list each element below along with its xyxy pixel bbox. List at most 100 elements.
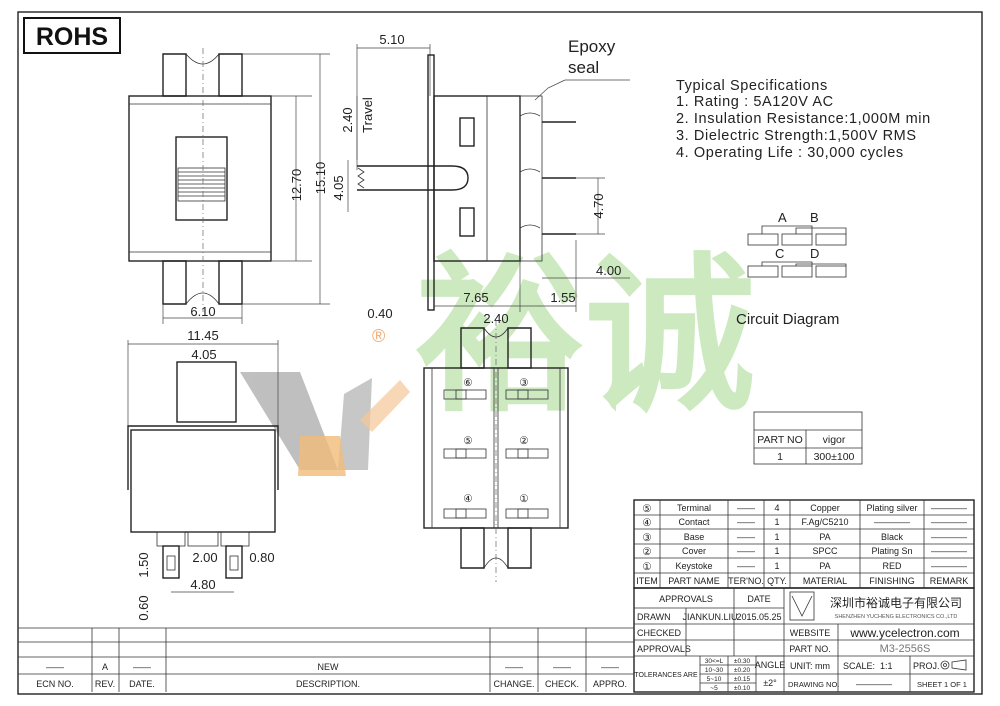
epoxy-leader xyxy=(534,79,566,101)
specs-title: Typical Specifications xyxy=(676,78,828,94)
rohs-badge xyxy=(23,17,121,54)
bom-row-name: Terminal xyxy=(677,503,711,513)
scale-value: 1:1 xyxy=(880,661,893,671)
bom-row-dash: —— xyxy=(737,561,755,571)
end-view: 11.45 4.05 2.00 0.80 1.50 4.80 0.60 xyxy=(127,328,279,621)
bom-row-dash: —— xyxy=(737,546,755,556)
tol-range: ~5 xyxy=(710,685,718,692)
title-drawn-date: 2015.05.25 xyxy=(736,612,781,622)
bom-row-remark: ———— xyxy=(931,532,967,542)
bom-row-remark: ———— xyxy=(931,561,967,571)
revision-header-date: DATE. xyxy=(129,679,155,689)
bom-header-qty: QTY. xyxy=(767,576,787,586)
vigor-cell-partno: 1 xyxy=(777,451,783,463)
slider-window xyxy=(175,136,228,221)
tol-range: 30<=L xyxy=(705,658,724,665)
title-approvals-label: APPROVALS xyxy=(637,644,691,654)
epoxy-label-1: Epoxy xyxy=(568,37,616,56)
revision-header-description: DESCRIPTION. xyxy=(296,679,360,689)
bom-row-dash: —— xyxy=(737,517,755,527)
dim-12-70: 12.70 xyxy=(289,169,304,202)
pin-label-1: ① xyxy=(519,493,529,505)
bom-row-name: Contact xyxy=(678,517,710,527)
proj-label: PROJ. xyxy=(913,661,940,671)
bom-row-remark: ———— xyxy=(931,546,967,556)
bom-row-name: Base xyxy=(684,532,705,542)
bom-row-finish: Black xyxy=(881,532,904,542)
title-date-header: DATE xyxy=(747,594,770,604)
drawing-no-label: DRAWING NO. xyxy=(788,680,839,689)
bom-row-remark: ———— xyxy=(931,503,967,513)
bom-row-no: ③ xyxy=(642,532,652,544)
drawing-frame xyxy=(17,11,983,695)
tolerances-label: TOLERANCES ARE xyxy=(634,672,698,679)
bom-row-material: PA xyxy=(819,561,830,571)
bom-row-remark: ———— xyxy=(931,517,967,527)
revision-cell-appro: —— xyxy=(601,662,619,672)
bom-row-finish: ———— xyxy=(874,517,910,527)
revision-header-rev: REV. xyxy=(95,679,115,689)
dim-0-60: 0.60 xyxy=(136,595,151,620)
bom-row-dash: —— xyxy=(737,503,755,513)
pin-label-5: ⑤ xyxy=(463,435,473,447)
bom-row-name: Keystoke xyxy=(675,561,712,571)
dim-0-40: 0.40 xyxy=(367,306,392,321)
company-name-cn: 深圳市裕诚电子有限公司 xyxy=(830,595,962,610)
title-drawn-label: DRAWN xyxy=(637,612,671,622)
partno-value: M3-2556S xyxy=(880,643,931,655)
front-view-body xyxy=(128,95,272,262)
spec-item: 4. Operating Life : 30,000 cycles xyxy=(676,145,904,161)
side-actuator xyxy=(357,165,469,191)
watermark-orange-bar xyxy=(298,436,346,476)
bom-header-remark: REMARK xyxy=(930,576,969,586)
dim-0-80: 0.80 xyxy=(249,550,274,565)
bom-row-finish: Plating Sn xyxy=(871,546,912,556)
angle-value: ±2° xyxy=(763,678,777,688)
pin-label-6: ⑥ xyxy=(463,377,473,389)
dim-2-40-bottom: 2.40 xyxy=(483,311,508,326)
revision-header-appro: APPRO. xyxy=(593,679,627,689)
dim-2-00: 2.00 xyxy=(192,550,217,565)
revision-header-ecn: ECN NO. xyxy=(36,679,74,689)
bom-header-item: ITEM xyxy=(636,576,658,586)
bom-header-terno: TER'NO. xyxy=(728,576,764,586)
watermark-v-right xyxy=(338,378,372,470)
bom-row-name: Cover xyxy=(682,546,706,556)
dim-4-05-front: 4.05 xyxy=(191,347,216,362)
title-approvals-header: APPROVALS xyxy=(659,594,713,604)
circuit-label-a: A xyxy=(778,210,787,225)
dim-15-10: 15.10 xyxy=(313,162,328,195)
dim-4-70: 4.70 xyxy=(591,193,606,218)
projection-symbol-icon xyxy=(940,659,967,671)
dim-6-10: 6.10 xyxy=(190,304,215,319)
pin-label-4: ④ xyxy=(463,493,473,505)
website-label: WEBSITE xyxy=(790,628,831,638)
bom-row-no: ④ xyxy=(642,517,652,529)
unit-label: UNIT: mm xyxy=(790,661,830,671)
bom-row-qty: 1 xyxy=(774,561,779,571)
revision-header-check: CHECK. xyxy=(545,679,579,689)
bom-row-qty: 4 xyxy=(774,503,779,513)
scale-label: SCALE: xyxy=(843,661,875,671)
revision-cell-check: —— xyxy=(553,662,571,672)
travel-label: Travel xyxy=(360,97,375,133)
pin-label-3: ③ xyxy=(519,377,529,389)
bom-row-dash: —— xyxy=(737,532,755,542)
revision-cell-date: —— xyxy=(133,662,151,672)
tol-value: ±0.20 xyxy=(734,667,751,674)
watermark-orange-stroke xyxy=(360,380,410,432)
dim-4-00: 4.00 xyxy=(596,263,621,278)
typical-specifications: Typical Specifications 1. Rating : 5A120… xyxy=(676,78,930,161)
tol-range: 10~30 xyxy=(705,667,724,674)
company-name-en: SHENZHEN YUCHENG ELECTRONICS CO.,LTD xyxy=(835,614,958,620)
actuator-top xyxy=(176,361,237,423)
dim-4-80: 4.80 xyxy=(190,577,215,592)
title-block: APPROVALS DATE DRAWN JIANKUN.LIU 2015.05… xyxy=(633,587,975,693)
circuit-diagram: A B C D Circuit Diagram xyxy=(736,210,847,328)
dim-1-55: 1.55 xyxy=(550,290,575,305)
circuit-caption: Circuit Diagram xyxy=(736,311,839,328)
vigor-header-partno: PART NO xyxy=(757,434,803,446)
vigor-cell-value: 300±100 xyxy=(814,451,855,463)
tol-value: ±0.15 xyxy=(734,676,751,683)
